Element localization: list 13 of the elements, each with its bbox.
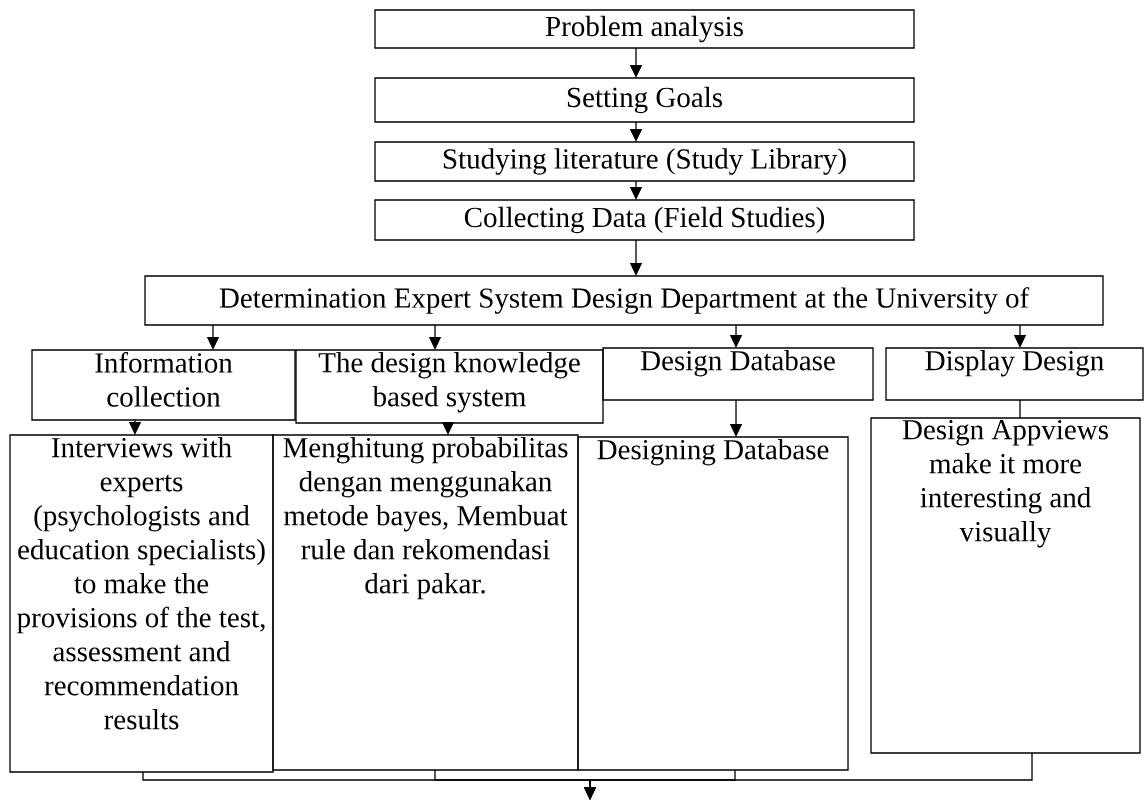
process-box: Design Database [602,347,874,401]
process-box: Problem analysis [374,9,915,49]
process-box: Studying literature (Study Library) [374,141,915,182]
process-box: Collecting Data (Field Studies) [374,199,915,241]
process-box: Designing Database [577,436,849,771]
process-box: Information collection [31,349,296,421]
process-box: Interviews with experts (psychologists and education specialists) to make the provisions of the test, assessment and recommendation results [9,434,274,773]
process-box: Display Design [885,347,1144,401]
process-box: Menghitung probabilitas dengan menggunakan metode bayes, Membuat rule dan rekomendasi dari pakar. [272,434,579,771]
process-box: The design knowledge based system [295,349,604,424]
process-box: Determination Expert System Design Department at the University of [144,275,1104,326]
process-box: Design Appviews make it more interesting and visually [870,417,1141,754]
process-box: Setting Goals [374,77,915,123]
